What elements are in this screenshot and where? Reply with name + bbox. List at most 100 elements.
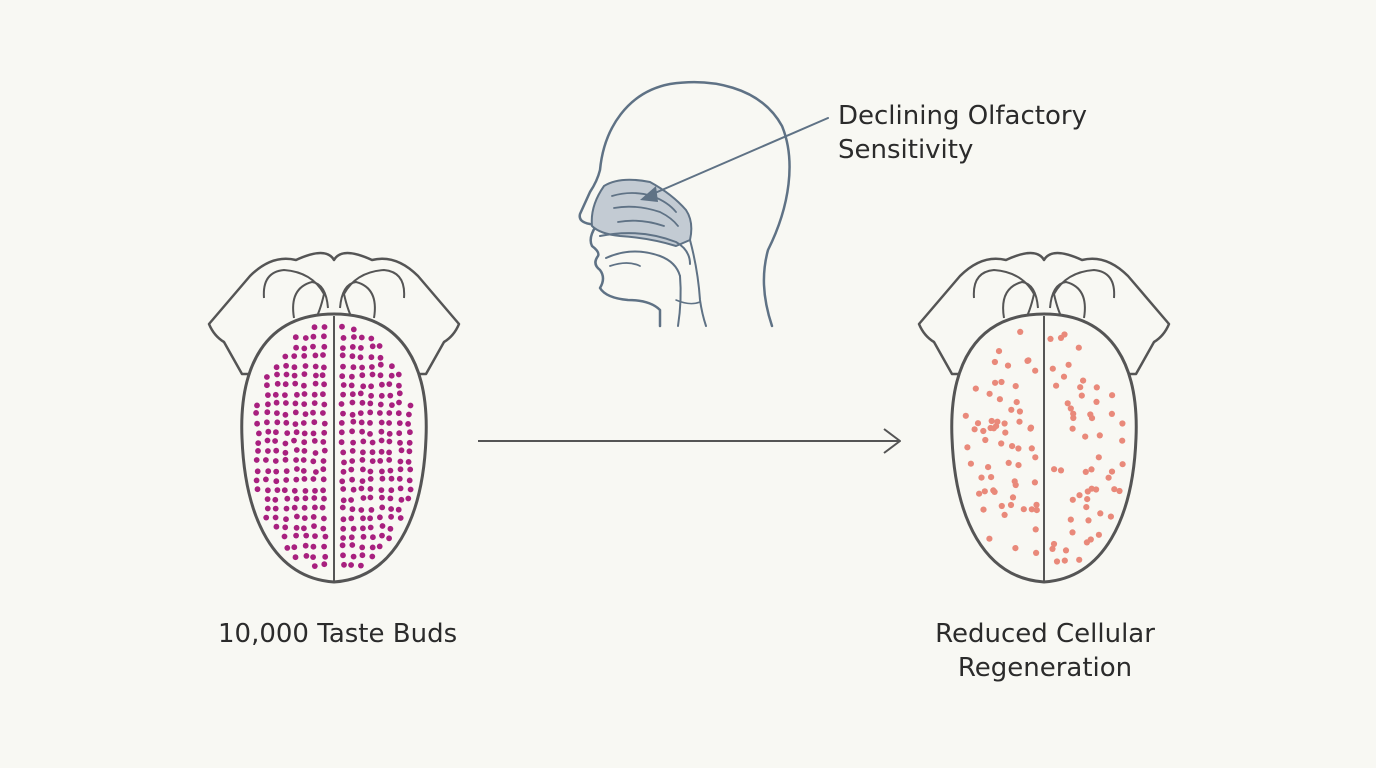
taste-bud-dot xyxy=(339,478,346,485)
taste-bud-dot xyxy=(996,396,1003,403)
taste-bud-dot xyxy=(377,354,384,361)
taste-bud-dot xyxy=(341,459,347,466)
taste-bud-dot xyxy=(340,410,346,417)
taste-bud-dot xyxy=(379,468,385,475)
head-profile-icon xyxy=(578,81,829,328)
taste-bud-dot xyxy=(1001,511,1008,518)
taste-bud-dot xyxy=(310,430,317,437)
taste-bud-dot xyxy=(378,448,385,455)
taste-bud-dot xyxy=(282,449,289,456)
taste-bud-dot xyxy=(1012,545,1019,552)
taste-bud-dot xyxy=(349,542,356,548)
taste-bud-dot xyxy=(377,372,384,379)
taste-bud-dot xyxy=(406,439,413,446)
taste-bud-dot xyxy=(264,496,271,502)
taste-bud-dot xyxy=(367,494,374,501)
taste-bud-dot xyxy=(1061,557,1068,564)
taste-bud-dot xyxy=(1015,445,1022,452)
taste-bud-dot xyxy=(340,516,347,523)
taste-bud-dot xyxy=(377,458,384,464)
tongue-healthy-icon xyxy=(207,251,461,584)
taste-bud-dot xyxy=(1028,445,1035,452)
taste-bud-dot xyxy=(359,552,366,559)
taste-bud-dot xyxy=(302,495,309,502)
taste-bud-dot xyxy=(986,535,993,542)
taste-bud-dot xyxy=(310,554,316,560)
taste-bud-dot xyxy=(283,505,290,512)
taste-bud-dot xyxy=(1065,361,1072,368)
taste-bud-dot xyxy=(359,372,366,379)
taste-bud-dot xyxy=(283,362,289,369)
taste-bud-dot xyxy=(405,495,412,502)
taste-bud-dot xyxy=(312,533,318,539)
taste-bud-dot xyxy=(406,477,413,484)
taste-bud-dot xyxy=(349,411,356,418)
taste-bud-dot xyxy=(320,487,326,494)
taste-bud-dot xyxy=(301,476,308,482)
taste-bud-dot xyxy=(368,354,375,361)
taste-bud-dot xyxy=(312,487,318,494)
taste-bud-dot xyxy=(300,468,307,474)
taste-bud-dot xyxy=(359,399,366,406)
taste-bud-dot xyxy=(358,507,365,513)
taste-bud-dot xyxy=(1017,328,1024,335)
taste-bud-dot xyxy=(397,458,404,465)
taste-bud-dot xyxy=(303,553,310,559)
taste-bud-dot xyxy=(1033,549,1040,556)
taste-bud-dot xyxy=(294,391,300,398)
taste-bud-dot xyxy=(291,372,298,379)
taste-bud-dot xyxy=(1016,408,1023,415)
taste-bud-dot xyxy=(367,515,373,522)
taste-bud-dot xyxy=(349,399,356,406)
taste-bud-dot xyxy=(386,438,393,445)
taste-bud-dot xyxy=(264,437,271,444)
taste-bud-dot xyxy=(1050,540,1058,548)
taste-bud-dot xyxy=(319,372,326,379)
taste-bud-dot xyxy=(386,535,392,542)
taste-bud-dot xyxy=(300,457,307,463)
taste-bud-dot xyxy=(974,420,982,427)
taste-bud-dot xyxy=(1001,420,1008,427)
taste-bud-dot xyxy=(967,460,974,467)
taste-bud-dot xyxy=(303,532,310,539)
taste-bud-dot xyxy=(369,364,375,370)
taste-bud-dot xyxy=(360,438,367,445)
taste-bud-dot xyxy=(369,439,376,446)
taste-bud-dot xyxy=(338,420,345,426)
taste-bud-dot xyxy=(282,381,289,388)
taste-bud-dot xyxy=(340,382,347,388)
taste-bud-dot xyxy=(301,439,308,446)
taste-bud-dot xyxy=(349,344,356,350)
taste-bud-dot xyxy=(1070,410,1077,417)
taste-bud-dot xyxy=(1119,461,1126,468)
taste-bud-dot xyxy=(1027,425,1034,432)
taste-bud-dot xyxy=(292,380,299,387)
taste-bud-dot xyxy=(367,524,374,531)
taste-bud-dot xyxy=(396,399,402,406)
taste-bud-dot xyxy=(1009,494,1017,501)
taste-bud-dot xyxy=(395,506,402,513)
taste-bud-dot xyxy=(321,343,328,350)
taste-bud-dot xyxy=(386,449,392,456)
taste-bud-dot xyxy=(358,562,364,569)
taste-bud-dot xyxy=(379,381,385,388)
taste-bud-dot xyxy=(1076,556,1083,563)
taste-bud-dot xyxy=(311,523,317,529)
taste-bud-dot xyxy=(265,468,272,475)
taste-bud-dot xyxy=(357,390,364,397)
taste-bud-dot xyxy=(256,430,262,437)
taste-bud-dot xyxy=(311,400,318,406)
taste-bud-dot xyxy=(998,378,1005,386)
taste-bud-dot xyxy=(340,497,347,504)
taste-bud-dot xyxy=(291,437,297,444)
taste-bud-dot xyxy=(1084,496,1091,503)
taste-bud-dot xyxy=(1020,506,1027,513)
taste-bud-dot xyxy=(301,345,308,352)
taste-bud-dot xyxy=(265,448,271,454)
taste-bud-dot xyxy=(359,544,366,551)
taste-bud-dot xyxy=(388,506,394,512)
taste-bud-dot xyxy=(349,476,355,483)
taste-bud-dot xyxy=(367,400,374,407)
taste-bud-dot xyxy=(348,466,355,473)
taste-bud-dot xyxy=(294,466,300,472)
